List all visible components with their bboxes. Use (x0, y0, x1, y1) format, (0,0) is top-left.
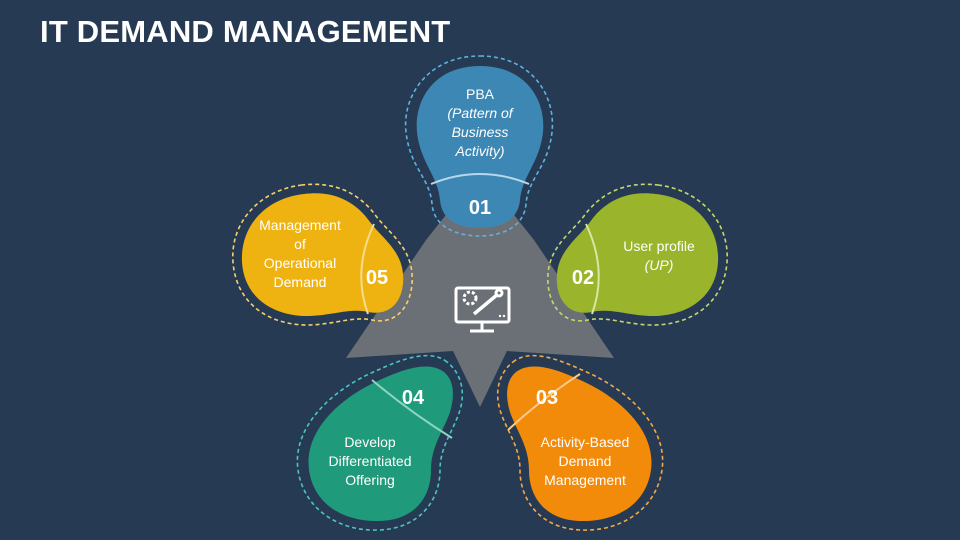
item-02-number: 02 (571, 267, 595, 289)
item-05-line: Operational (263, 255, 337, 271)
item-04-line: Offering (345, 472, 395, 488)
petal-03 (496, 354, 664, 531)
computer-settings-icon (454, 286, 511, 333)
item-01-italic-line: (Pattern of (447, 105, 513, 121)
petal-01 (404, 55, 554, 237)
item-03-line: Demand (558, 453, 612, 469)
center-star-core (398, 228, 562, 340)
item-01-italic-line: Business (451, 124, 509, 140)
item-03-number: 03 (535, 387, 559, 409)
item-04-line: Develop (344, 434, 396, 450)
item-03-line: Management (544, 472, 626, 488)
page-title: IT DEMAND MANAGEMENT (40, 14, 451, 49)
item-03-label: Activity-Based Demand Management (525, 433, 645, 490)
item-03-line: Activity-Based (540, 434, 630, 450)
item-02-label: User profile (UP) (604, 237, 714, 275)
item-04-label: Develop Differentiated Offering (310, 433, 430, 490)
item-05-line: Demand (273, 274, 327, 290)
item-01-italic-line: Activity) (455, 143, 505, 159)
item-05-line: Management (259, 217, 341, 233)
item-05-number: 05 (365, 267, 389, 289)
item-01-label: PBA (Pattern of Business Activity) (430, 85, 530, 161)
petal-05 (232, 183, 413, 326)
item-05-line: of (294, 236, 306, 252)
item-04-line: Differentiated (328, 453, 412, 469)
item-02-italic-line: (UP) (644, 257, 674, 273)
item-01-number: 01 (468, 197, 492, 219)
item-02-line: User profile (623, 238, 695, 254)
item-01-line: PBA (465, 86, 494, 102)
petal-04 (296, 354, 464, 531)
petal-02 (547, 183, 728, 326)
item-04-number: 04 (401, 387, 425, 409)
item-05-label: Management of Operational Demand (246, 216, 354, 292)
